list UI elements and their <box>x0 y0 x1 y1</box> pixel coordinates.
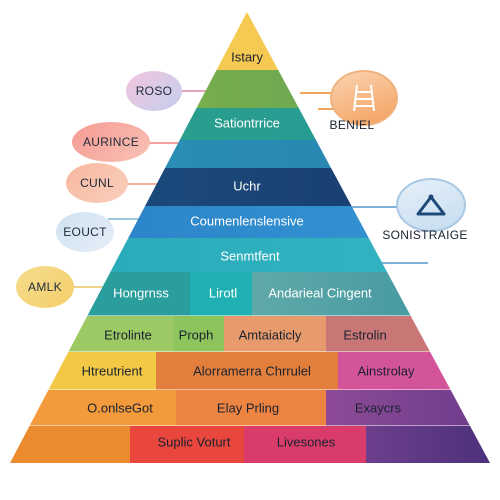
tier-11-band-c <box>326 390 490 426</box>
tier-7-label: Senmtfent <box>220 248 280 264</box>
connector-cunl <box>126 183 186 185</box>
label-sonistraige: SONISTRAIGE <box>382 228 468 242</box>
bubble-roso: ROSO <box>126 71 182 111</box>
tier-2-band <box>10 70 490 108</box>
tier-12-label-c: Livesones <box>276 434 336 450</box>
tier-8-label-a: Hongrnss <box>113 285 169 301</box>
divider <box>10 389 490 390</box>
tier-12-band-c <box>244 426 366 463</box>
tier-9-label-b: Proph <box>178 327 214 343</box>
label-beniel: BENIEL <box>329 118 375 132</box>
tier-11-label-c: Exaycrs <box>354 400 402 416</box>
bubble-roso-label: ROSO <box>135 84 173 98</box>
connector-sonistraige-2 <box>370 262 428 264</box>
tier-9-band-b <box>174 316 224 352</box>
tier-9-label-c: Amtaiaticly <box>238 327 302 343</box>
tier-8-label-c: Andarieal Cingent <box>268 285 372 301</box>
tier-6-label: Coumenlenslensive <box>190 213 304 229</box>
divider <box>10 315 490 316</box>
connector-amlk <box>70 286 120 288</box>
tier-9-band-c <box>224 316 326 352</box>
tier-12-label-b: Suplic Voturt <box>157 434 231 450</box>
divider <box>10 351 490 352</box>
connector-sonistraige <box>350 206 398 208</box>
bubble-cunl: CUNL <box>66 163 128 203</box>
arch-badge <box>396 178 466 232</box>
tier-10-label-c: Ainstrolay <box>357 363 415 379</box>
bubble-aurince: AURINCE <box>72 122 150 162</box>
tier-10-band-b <box>156 352 338 390</box>
ladder-badge <box>330 70 398 126</box>
connector-beniel <box>300 92 342 94</box>
bubble-cunl-label: CUNL <box>80 176 114 190</box>
tier-9-label-a: Etrolinte <box>104 327 152 343</box>
divider <box>10 425 490 426</box>
arch-icon <box>416 194 446 216</box>
tier-8-band-b <box>190 272 252 316</box>
tier-1-label: Istary <box>231 49 263 65</box>
bubble-amlk: AMLK <box>16 266 74 308</box>
connector-beniel-2 <box>318 108 342 110</box>
tier-11-label-a: O.onlseGot <box>87 400 153 416</box>
tier-11-band-b <box>176 390 326 426</box>
bubble-eouct: EOUCT <box>56 212 114 252</box>
ladder-icon <box>353 84 375 112</box>
tier-5-label: Uchr <box>233 178 261 194</box>
tier-10-label-b: Alorramerra Chrrulel <box>193 363 311 379</box>
tier-12-band-a <box>10 426 130 463</box>
bubble-eouct-label: EOUCT <box>63 225 107 239</box>
tier-12-band-d <box>366 426 490 463</box>
tier-11-label-b: Elay Prling <box>216 400 280 416</box>
bubble-amlk-label: AMLK <box>28 280 62 294</box>
tier-8-label-b: Lirotl <box>208 285 238 301</box>
tier-10-label-a: Htreutrient <box>81 363 143 379</box>
tier-12-band-b <box>130 426 244 463</box>
tier-9-label-d: Estrolin <box>343 327 387 343</box>
tier-3-label: Sationtrrice <box>214 115 280 131</box>
bubble-aurince-label: AURINCE <box>82 135 140 149</box>
